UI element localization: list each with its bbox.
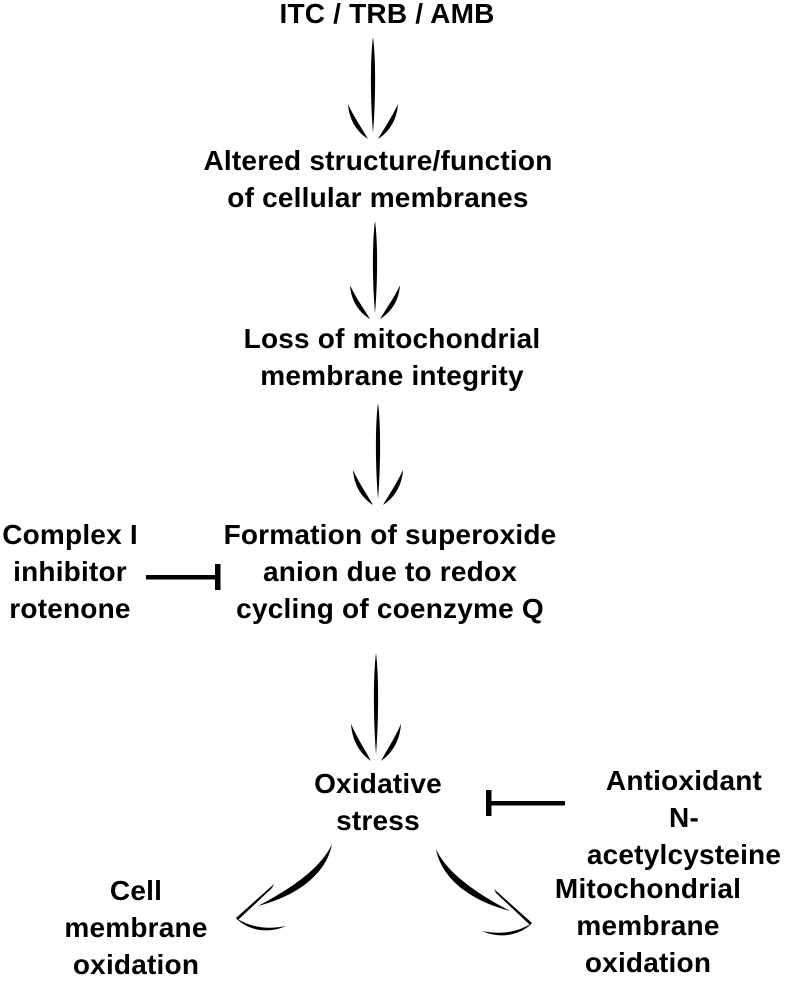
inhibition-bar-icon [484, 788, 568, 818]
node-oxidative-stress: Oxidative stress [314, 768, 442, 836]
node-source-compounds: ITC / TRB / AMB [279, 0, 495, 29]
arrow-down-icon [350, 402, 406, 508]
node-superoxide-formation: Formation of superoxide anion due to red… [223, 519, 557, 624]
curved-arrow-down-right-icon [428, 845, 540, 945]
node-altered-membranes: Altered structure/function of cellular m… [203, 145, 553, 213]
node-mitochondrial-membrane-oxidation: Mitochondrial membrane oxidation [554, 873, 742, 978]
arrow-down-icon [348, 652, 404, 764]
node-loss-membrane-integrity: Loss of mitochondrial membrane integrity [243, 323, 541, 391]
node-antioxidant-nac: Antioxidant N-acetylcysteine [586, 765, 782, 870]
node-cell-membrane-oxidation: Cell membrane oxidation [64, 875, 208, 980]
arrow-down-icon [347, 220, 403, 322]
node-complex-i-inhibitor-rotenone: Complex I inhibitor rotenone [2, 519, 138, 624]
curved-arrow-down-left-icon [228, 840, 340, 940]
inhibition-bar-icon [146, 562, 224, 592]
arrow-down-icon [345, 36, 401, 142]
